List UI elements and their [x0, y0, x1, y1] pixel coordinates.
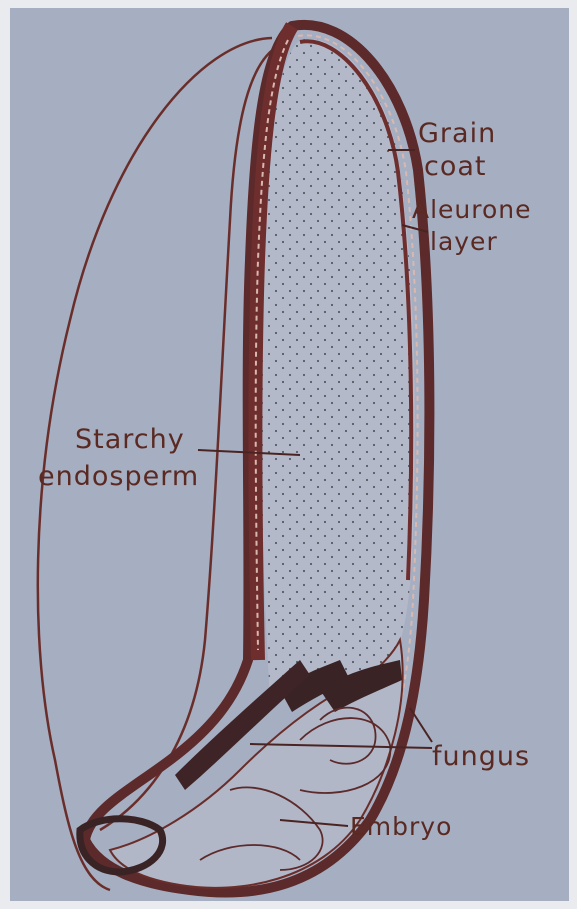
label-starchy-line1: Starchy: [75, 424, 185, 455]
label-aleurone-line1: Aleurone: [412, 195, 532, 224]
label-grain-coat-line1: Grain: [418, 118, 496, 149]
label-fungus: fungus: [432, 741, 530, 772]
label-starchy-line2: endosperm: [38, 461, 199, 492]
label-embryo: Embryo: [350, 812, 452, 841]
label-grain-coat-line2: coat: [424, 151, 487, 182]
label-aleurone-line2: layer: [430, 227, 498, 256]
